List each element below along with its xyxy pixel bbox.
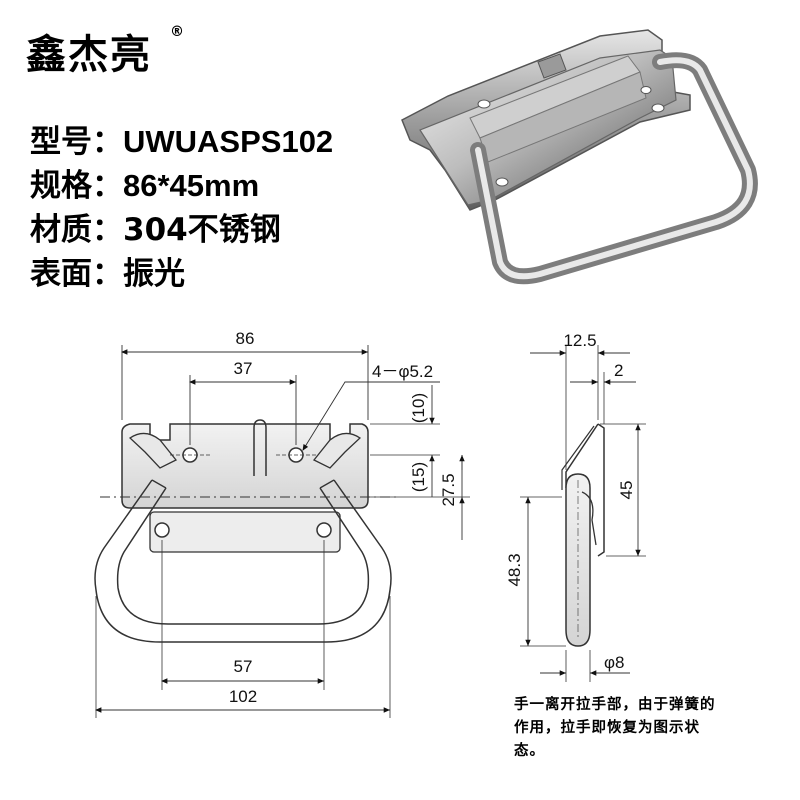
spec-model-label: 型号：: [30, 124, 123, 160]
spec-model: 型号：UWUASPS102: [30, 122, 333, 166]
spec-surface: 表面：振光: [30, 254, 333, 298]
spec-surface-label: 表面：: [30, 256, 123, 292]
spring-note: 手一离开拉手部，由于弹簧的作用，拉手即恢复为图示状态。: [514, 697, 716, 759]
dim-15: (15): [409, 462, 428, 492]
dim-57: 57: [234, 657, 253, 676]
spec-size-label: 规格：: [30, 168, 123, 204]
spec-material: 材质：304不锈钢: [30, 210, 333, 254]
dim-102: 102: [229, 687, 257, 706]
spec-material-value: 304不锈钢: [123, 212, 281, 248]
dim-48-3: 48.3: [505, 553, 524, 586]
dim-2: 2: [614, 361, 623, 380]
dim-27-5: 27.5: [439, 473, 458, 506]
dim-phi8: φ8: [604, 653, 624, 672]
dim-12-5: 12.5: [563, 331, 596, 350]
registered-mark: ®: [170, 24, 184, 40]
spec-list: 型号：UWUASPS102 规格：86*45mm 材质：304不锈钢 表面：振光: [30, 122, 333, 298]
product-photo: [401, 29, 758, 285]
spec-size: 规格：86*45mm: [30, 166, 333, 210]
spec-size-value: 86*45mm: [123, 168, 260, 203]
spec-model-value: UWUASPS102: [123, 124, 334, 159]
brand-name: 鑫杰亮: [26, 32, 152, 78]
spec-material-label: 材质：: [30, 212, 123, 248]
dim-37: 37: [234, 359, 253, 378]
spec-surface-value: 振光: [123, 256, 185, 292]
dim-10: (10): [409, 393, 428, 423]
dim-45: 45: [617, 481, 636, 500]
dim-holes: 4－φ5.2: [372, 362, 433, 381]
side-view-drawing: 12.5 2 45 48.3 φ8: [505, 331, 646, 682]
dim-86: 86: [236, 329, 255, 348]
front-view-drawing: 86 37 4－φ5.2 (10) (15) 27.5 57 102: [94, 329, 470, 718]
